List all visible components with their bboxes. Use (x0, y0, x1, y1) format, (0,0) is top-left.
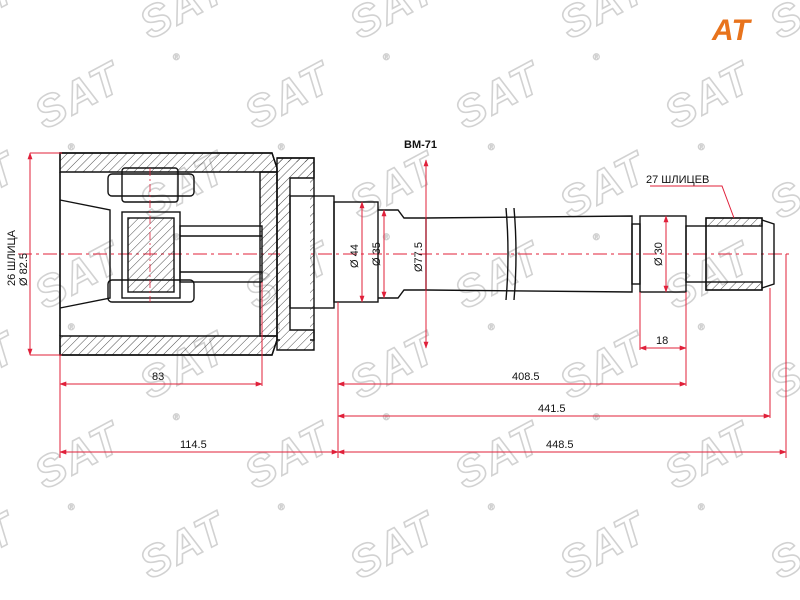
d77-label: Ø77.5 (413, 242, 425, 272)
watermark-registered-mark: ® (68, 322, 75, 332)
watermark-logo: SAT (0, 502, 26, 588)
watermark-logo: SAT (552, 0, 656, 49)
watermark-logo: SAT (0, 322, 26, 408)
watermark-registered-mark: ® (593, 232, 600, 242)
watermark-logo: SAT (132, 0, 236, 49)
watermark-logo: SAT (27, 412, 131, 498)
watermark-logo: SAT (237, 52, 341, 138)
watermark-logo: SAT (342, 322, 446, 408)
watermark-registered-mark: ® (68, 502, 75, 512)
watermark-registered-mark: ® (383, 232, 390, 242)
watermark-logo: SAT (657, 232, 761, 318)
spline-teeth-bottom (705, 281, 763, 291)
part-code-label: BM-71 (404, 139, 437, 151)
housing-bore (59, 199, 111, 309)
watermark-registered-mark: ® (173, 232, 180, 242)
stub-body (333, 201, 379, 303)
watermark-registered-mark: ® (698, 142, 705, 152)
break-mark-1 (505, 207, 509, 301)
stub-shaft (276, 157, 775, 351)
watermark-logo: SAT (27, 52, 131, 138)
length-408-label: 408.5 (512, 371, 540, 383)
watermark-logo: SAT (237, 412, 341, 498)
watermark-registered-mark: ® (278, 142, 285, 152)
watermark-logo: SAT (342, 142, 446, 228)
watermark-logo: SAT (657, 52, 761, 138)
watermark-registered-mark: ® (383, 412, 390, 422)
watermark-logo: SAT (447, 412, 551, 498)
d30-label: Ø 30 (653, 242, 665, 266)
d44-label: Ø 44 (349, 244, 361, 268)
watermark-registered-mark: ® (383, 52, 390, 62)
roller-top (107, 173, 195, 197)
watermark-registered-mark: ® (173, 412, 180, 422)
watermark-registered-mark: ® (698, 502, 705, 512)
brand-logo-text: AT (711, 14, 752, 47)
watermark-registered-mark: ® (593, 52, 600, 62)
watermark-logo: SAT (342, 502, 446, 588)
roller-bottom (107, 279, 195, 303)
watermark-logo: SAT (552, 502, 656, 588)
inner-spline-note: 26 ШЛИЦА (6, 229, 18, 286)
watermark-registered-mark: ® (68, 142, 75, 152)
watermark-registered-mark: ® (593, 412, 600, 422)
length-18-label: 18 (656, 335, 668, 347)
watermark-logo: SAT (762, 142, 800, 228)
watermark-logo: SAT (27, 232, 131, 318)
stub-flange (276, 157, 315, 351)
watermark-registered-mark: ® (698, 322, 705, 332)
inner-shaft (179, 225, 263, 283)
housing-wall-bottom (59, 335, 278, 356)
d35-label: Ø 35 (371, 242, 383, 266)
length-114-label: 114.5 (180, 439, 207, 451)
watermark-logo: SAT (762, 502, 800, 588)
shaft-tip (761, 219, 775, 289)
length-441-label: 441.5 (538, 403, 566, 415)
watermark-logo: SAT (762, 322, 800, 408)
watermark-logo: SAT (132, 502, 236, 588)
dimension-lines (27, 152, 787, 458)
watermark-registered-mark: ® (488, 502, 495, 512)
watermark-logo: SAT (762, 0, 800, 49)
watermark-logo: SAT (447, 232, 551, 318)
watermark-logo: SAT (447, 52, 551, 138)
watermark-registered-mark: ® (173, 52, 180, 62)
watermark-logo: SAT (657, 412, 761, 498)
break-mark-2 (513, 207, 517, 301)
length-83-label: 83 (152, 371, 164, 383)
watermark-logo: SAT (342, 0, 446, 49)
watermark-logo: SAT (0, 142, 26, 228)
watermark-registered-mark: ® (488, 142, 495, 152)
spider-hub-hatch (127, 217, 175, 293)
brand-logo: AT (711, 14, 752, 47)
spline-teeth-top (705, 217, 763, 227)
housing-wall-top (59, 152, 278, 173)
length-448-label: 448.5 (546, 439, 574, 451)
dimension-labels: BM-71 27 ШЛИЦЕВ 26 ШЛИЦА Ø 82.5 Ø 44 Ø 3… (6, 139, 709, 451)
watermark-logo: SAT (0, 0, 26, 49)
outer-spline-note: 27 ШЛИЦЕВ (646, 174, 709, 186)
watermark-registered-mark: ® (488, 322, 495, 332)
leader-splines (650, 185, 735, 219)
housing-diameter-label: Ø 82.5 (18, 253, 30, 286)
joint-housing (59, 152, 278, 356)
watermark-registered-mark: ® (278, 502, 285, 512)
